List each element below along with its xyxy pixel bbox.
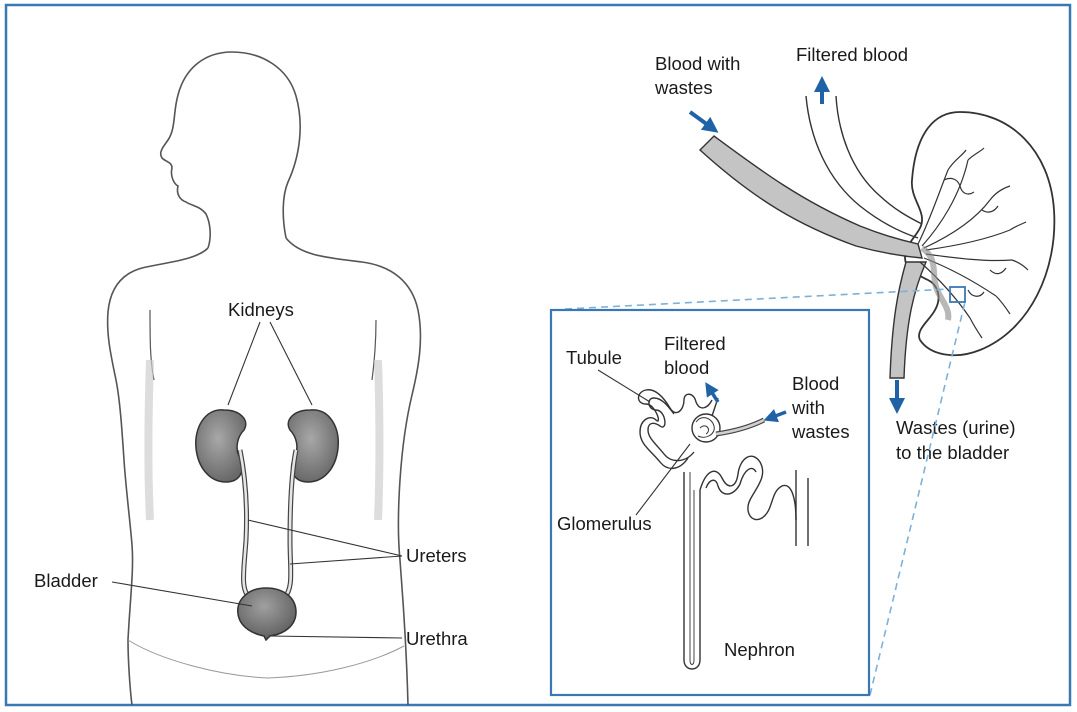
zoom-line-bottom — [870, 302, 965, 695]
label-wastes-urine-line1: Wastes (urine) — [896, 417, 1016, 438]
label-blood-with-wastes-inset-line1: Blood — [792, 373, 839, 394]
label-blood-with-wastes-line2: wastes — [654, 77, 713, 98]
label-glomerulus: Glomerulus — [557, 513, 652, 534]
label-urethra: Urethra — [406, 628, 468, 649]
kidney-ureter — [890, 262, 926, 378]
arrow-blood-in — [690, 112, 712, 128]
outer-border — [6, 5, 1070, 705]
label-blood-with-wastes-line1: Blood with — [655, 53, 740, 74]
right-kidney — [288, 410, 338, 482]
label-wastes-urine-line2: to the bladder — [896, 442, 1009, 463]
renal-artery — [700, 136, 922, 258]
label-tubule: Tubule — [566, 347, 622, 368]
renal-vein-inner — [836, 96, 922, 224]
label-filtered-blood-inset-line1: Filtered — [664, 333, 726, 354]
body-shading-right — [378, 360, 380, 520]
zoom-line-top — [565, 289, 950, 309]
bladder-organ — [238, 588, 296, 640]
label-kidneys: Kidneys — [228, 299, 294, 320]
label-filtered-blood-inset-line2: blood — [664, 357, 709, 378]
label-filtered-blood: Filtered blood — [796, 44, 908, 65]
left-ureter — [240, 450, 250, 598]
left-kidney — [196, 410, 246, 482]
label-ureters: Ureters — [406, 545, 467, 566]
body-shading-left — [149, 360, 151, 520]
label-bladder: Bladder — [34, 570, 98, 591]
label-blood-with-wastes-inset-line3: wastes — [791, 421, 850, 442]
kidney-outline — [905, 112, 1054, 355]
label-blood-with-wastes-inset-line2: with — [791, 397, 825, 418]
label-nephron: Nephron — [724, 639, 795, 660]
